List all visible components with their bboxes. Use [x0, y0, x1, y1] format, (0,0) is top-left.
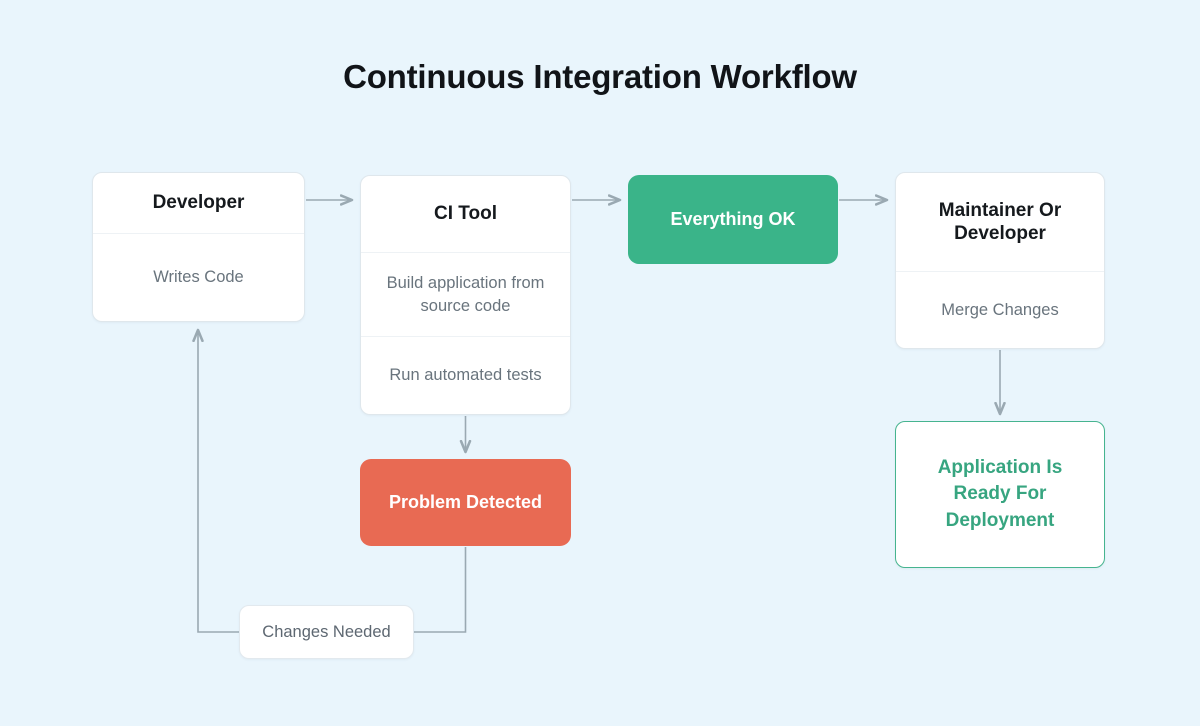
node-developer-section-0: Writes Code	[93, 233, 304, 321]
node-deployment-header: Application Is Ready For Deployment	[937, 457, 1063, 531]
node-everything-ok[interactable]: Everything OK	[628, 175, 838, 264]
node-ci-tool-section-1: Run automated tests	[361, 336, 570, 414]
node-maintainer-header: Maintainer Or Developer	[938, 199, 1062, 244]
node-ci-tool[interactable]: CI Tool Build application from source co…	[360, 175, 571, 415]
node-developer[interactable]: Developer Writes Code	[92, 172, 305, 322]
node-deployment[interactable]: Application Is Ready For Deployment	[895, 421, 1105, 568]
node-ci-tool-section-0: Build application from source code	[361, 252, 570, 336]
page-title: Continuous Integration Workflow	[343, 58, 857, 95]
node-developer-header: Developer	[152, 192, 245, 214]
node-ci-tool-header: CI Tool	[434, 203, 497, 225]
edge-changes-needed-to-developer	[198, 330, 239, 633]
node-maintainer[interactable]: Maintainer Or Developer Merge Changes	[895, 172, 1105, 349]
edge-label-changes-needed[interactable]: Changes Needed	[239, 605, 414, 659]
node-maintainer-section-0: Merge Changes	[896, 271, 1104, 348]
node-problem-detected[interactable]: Problem Detected	[360, 459, 571, 546]
edge-problem-detected-to-changes-needed	[414, 547, 467, 633]
